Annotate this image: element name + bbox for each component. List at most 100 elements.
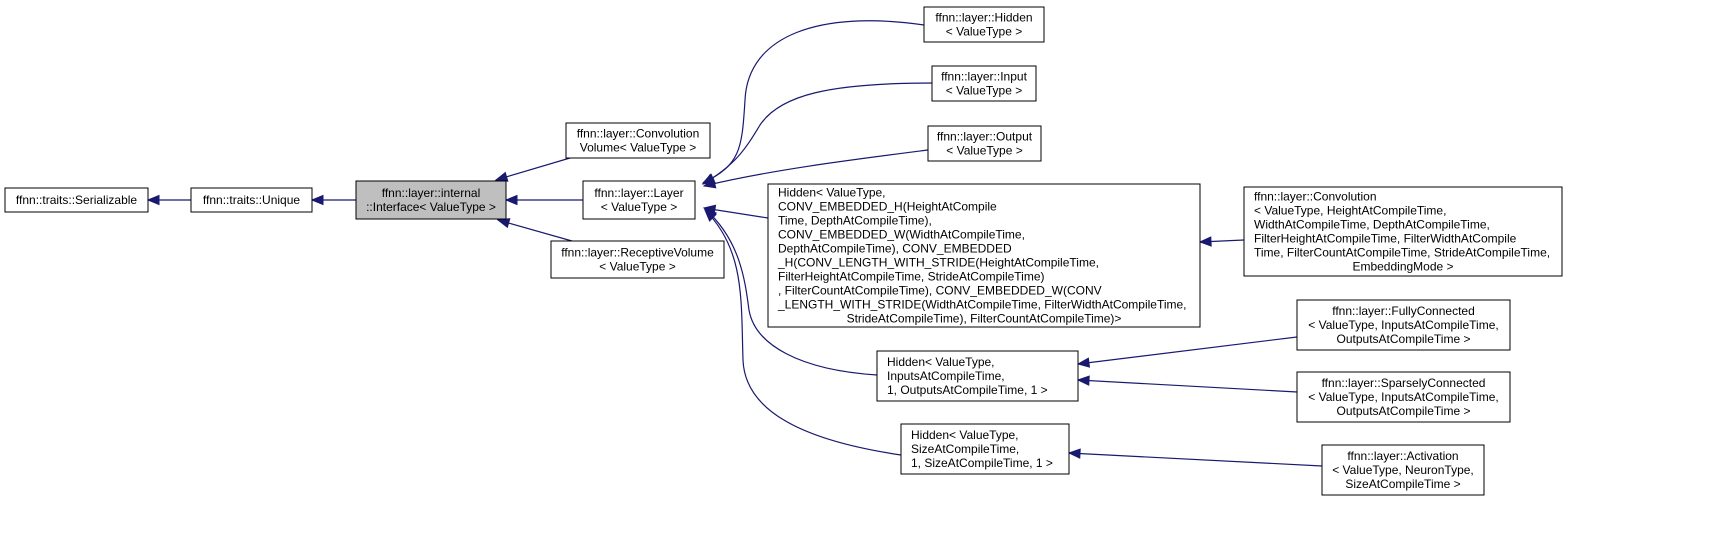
class-node-hidden-inputs[interactable]: Hidden< ValueType, InputsAtCompileTime, … [876, 350, 1079, 402]
edge-hidden-layer [702, 20, 925, 184]
node-label-line: ffnn::layer::Hidden [935, 11, 1032, 25]
class-node-output[interactable]: ffnn::layer::Output< ValueType > [927, 125, 1042, 162]
inheritance-edges [146, 20, 1323, 467]
node-label-line: ffnn::traits::Unique [203, 193, 300, 207]
class-node-serializable[interactable]: ffnn::traits::Serializable [4, 187, 149, 213]
node-box [190, 187, 313, 213]
node-label-line: CONV_EMBEDDED_W(WidthAtCompileTime, [778, 228, 1025, 242]
class-node-interface[interactable]: ffnn::layer::internal::Interface< ValueT… [355, 180, 507, 220]
node-label-line: _LENGTH_WITH_STRIDE(WidthAtCompileTime, … [777, 298, 1187, 312]
node-box [550, 240, 725, 279]
node-label-line: Time, DepthAtCompileTime), [778, 214, 932, 228]
arrowhead-unique-serializable [146, 194, 160, 206]
node-label-line: InputsAtCompileTime, [887, 369, 1005, 383]
node-label-line: Hidden< ValueType, [887, 355, 995, 369]
class-node-hidden-size[interactable]: Hidden< ValueType, SizeAtCompileTime, 1,… [900, 423, 1070, 475]
edge-fullyconnected-hiddeninputs [1077, 336, 1298, 365]
node-label-line: , FilterCountAtCompileTime), CONV_EMBEDD… [778, 284, 1102, 298]
node-box [931, 65, 1037, 102]
node-label-line: < ValueType > [599, 260, 676, 274]
node-label-line: < ValueType, HeightAtCompileTime, [1254, 204, 1446, 218]
node-box [582, 180, 696, 220]
node-label-line: FilterHeightAtCompileTime, StrideAtCompi… [778, 270, 1045, 284]
node-label-line: ffnn::layer::SparselyConnected [1322, 376, 1486, 390]
class-node-convolution[interactable]: ffnn::layer::Convolution< ValueType, Hei… [1243, 186, 1563, 277]
edge-activation-hiddensize [1068, 452, 1323, 467]
node-label-line: Time, FilterCountAtCompileTime, StrideAt… [1254, 246, 1550, 260]
node-label-line: FilterHeightAtCompileTime, FilterWidthAt… [1254, 232, 1517, 246]
node-label-line: StrideAtCompileTime), FilterCountAtCompi… [847, 312, 1122, 326]
class-node-hidden[interactable]: ffnn::layer::Hidden< ValueType > [923, 6, 1045, 43]
node-box [767, 183, 1201, 328]
arrowhead-output-layer [702, 178, 717, 189]
node-label-line: < ValueType, NeuronType, [1332, 463, 1474, 477]
node-label-line: OutputsAtCompileTime > [1337, 332, 1471, 346]
edge-output-layer [703, 149, 929, 187]
node-box [876, 350, 1079, 402]
node-label-line: OutputsAtCompileTime > [1337, 404, 1471, 418]
arrowhead-convolution-hiddenconv [1198, 236, 1212, 247]
node-box [1296, 371, 1511, 423]
node-label-line: ::Interface< ValueType > [366, 200, 496, 214]
node-label-line: Volume< ValueType > [580, 141, 697, 155]
arrowhead-receptive-interface [496, 218, 511, 229]
arrowhead-layer-interface [504, 194, 518, 206]
node-box [923, 6, 1045, 43]
node-box [565, 122, 711, 159]
class-node-unique[interactable]: ffnn::traits::Unique [190, 187, 313, 213]
node-label-line: CONV_EMBEDDED_H(HeightAtCompile [778, 200, 997, 214]
node-label-line: DepthAtCompileTime), CONV_EMBEDDED [778, 242, 1012, 256]
class-node-layer[interactable]: ffnn::layer::Layer< ValueType > [582, 180, 696, 220]
node-box [1296, 299, 1511, 351]
node-label-line: ffnn::traits::Serializable [16, 193, 137, 207]
edge-hiddeninputs-layer [704, 208, 878, 376]
node-label-line: ffnn::layer::Convolution [1254, 190, 1377, 204]
edge-receptive-interface [497, 219, 573, 242]
node-label-line: < ValueType, InputsAtCompileTime, [1308, 390, 1498, 404]
node-box [900, 423, 1070, 475]
arrowhead-fullyconnected-hiddeninputs [1076, 357, 1091, 368]
node-label-line: < ValueType > [946, 25, 1023, 39]
node-label-line: _H(CONV_LENGTH_WITH_STRIDE(HeightAtCompi… [777, 256, 1099, 270]
node-label-line: ffnn::layer::internal [382, 186, 481, 200]
node-box [1321, 444, 1485, 496]
edge-convvolume-interface [495, 157, 571, 181]
edge-hiddensize-layer [704, 209, 902, 456]
arrowhead-activation-hiddensize [1067, 448, 1081, 459]
node-label-line: ffnn::layer::ReceptiveVolume [561, 246, 714, 260]
node-label-line: ffnn::layer::Layer [594, 186, 683, 200]
class-node-activation[interactable]: ffnn::layer::Activation< ValueType, Neur… [1321, 444, 1485, 496]
class-node-fully-connected[interactable]: ffnn::layer::FullyConnected< ValueType, … [1296, 299, 1511, 351]
node-box [927, 125, 1042, 162]
node-label-line: < ValueType > [946, 84, 1023, 98]
node-label-line: Hidden< ValueType, [778, 186, 886, 200]
class-node-input[interactable]: ffnn::layer::Input< ValueType > [931, 65, 1037, 102]
node-label-line: ffnn::layer::FullyConnected [1332, 304, 1475, 318]
edge-sparsely-hiddeninputs [1077, 379, 1298, 393]
node-label-line: ffnn::layer::Convolution [577, 127, 700, 141]
node-box [1243, 186, 1563, 277]
node-box [4, 187, 149, 213]
arrowhead-interface-unique [310, 194, 324, 206]
arrowhead-sparsely-hiddeninputs [1076, 375, 1090, 386]
node-label-line: WidthAtCompileTime, DepthAtCompileTime, [1254, 218, 1490, 232]
node-label-line: < ValueType, InputsAtCompileTime, [1308, 318, 1498, 332]
class-node-sparsely-connected[interactable]: ffnn::layer::SparselyConnected< ValueTyp… [1296, 371, 1511, 423]
node-label-line: Hidden< ValueType, [911, 428, 1019, 442]
arrowhead-convvolume-interface [494, 171, 509, 182]
node-label-line: 1, SizeAtCompileTime, 1 > [911, 456, 1053, 470]
arrowhead-hiddensize-layer [704, 209, 717, 222]
node-label-line: < ValueType > [601, 200, 678, 214]
node-label-line: < ValueType > [946, 144, 1023, 158]
class-node-hidden-conv[interactable]: Hidden< ValueType, CONV_EMBEDDED_H(Heigh… [767, 183, 1201, 328]
edge-input-layer [702, 82, 933, 185]
node-label-line: SizeAtCompileTime, [911, 442, 1019, 456]
node-box [355, 180, 507, 220]
node-label-line: ffnn::layer::Activation [1347, 449, 1458, 463]
class-node-receptive-volume[interactable]: ffnn::layer::ReceptiveVolume< ValueType … [550, 240, 725, 279]
node-label-line: 1, OutputsAtCompileTime, 1 > [887, 383, 1048, 397]
class-nodes: ffnn::traits::Serializable ffnn::traits::… [4, 6, 1563, 496]
node-label-line: ffnn::layer::Input [941, 70, 1028, 84]
